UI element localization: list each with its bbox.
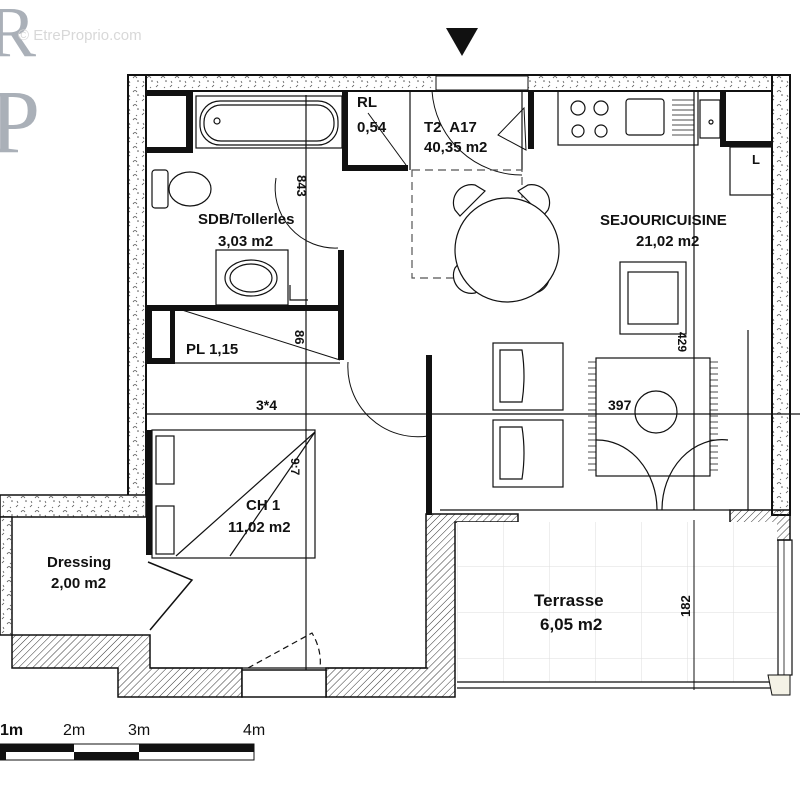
watermark: R P © EtreProprio.com	[0, 0, 142, 172]
bed	[151, 429, 316, 559]
armchair	[619, 261, 687, 335]
room-terrasse-name: Terrasse	[534, 591, 604, 610]
terrasse-area	[457, 520, 793, 696]
room-rl-area: 0,54	[357, 119, 387, 136]
bathtub	[195, 95, 343, 149]
storage-door	[497, 106, 527, 151]
dim-terrasse-depth: 182	[678, 595, 693, 617]
room-terrasse-area: 6,05 m2	[540, 615, 602, 634]
apartment-title: T2 A17	[424, 119, 477, 136]
room-ch1-area: 11,02 m2	[228, 519, 291, 536]
scale-bar: 1m 2m 3m 4m	[0, 722, 265, 761]
scale-label-2m: 2m	[63, 722, 85, 739]
washbasin	[215, 249, 308, 306]
window-door	[247, 632, 321, 669]
apartment-total-area: 40,35 m2	[424, 139, 487, 156]
sdb-door	[274, 177, 339, 249]
room-ch1-name: CH 1	[246, 497, 280, 514]
dimension-labels: 843 86 3*4 9:7 429 397 182	[256, 175, 693, 617]
room-sejour-name: SEJOURICUISINE	[600, 212, 727, 229]
rl-closet-door	[367, 112, 407, 166]
laundry-label: L	[752, 152, 760, 167]
logo-letter-r: R	[0, 0, 36, 72]
dim-pl-height: 86	[292, 330, 307, 344]
sofa-seats	[492, 342, 564, 488]
interior-walls	[146, 91, 772, 555]
dressing-door	[147, 561, 194, 631]
room-dressing-area: 2,00 m2	[51, 575, 106, 592]
room-sejour-area: 21,02 m2	[636, 233, 699, 250]
partitions	[146, 91, 800, 670]
watermark-text: © EtreProprio.com	[18, 27, 142, 44]
room-rl-name: RL	[357, 94, 377, 111]
room-labels: RL 0,54 T2 A17 40,35 m2 SDB/Tollerles 3,…	[47, 94, 727, 634]
kitchen-counter	[557, 90, 773, 196]
bedroom-door	[347, 361, 429, 438]
room-pl-name: PL 1,15	[186, 341, 238, 358]
scale-label-4m: 4m	[243, 722, 265, 739]
entry-door	[431, 90, 523, 176]
scale-label-1m: 1m	[0, 722, 23, 739]
dim-sdb-height: 843	[294, 175, 309, 197]
entry-arrow-down-icon	[446, 28, 478, 56]
pl-closet-door	[181, 309, 341, 361]
room-sdb-name: SDB/Tollerles	[198, 211, 294, 228]
dim-sejour-height: 429	[675, 332, 689, 352]
rug	[588, 357, 729, 511]
logo-letter-p: P	[0, 73, 40, 172]
room-sdb-area: 3,03 m2	[218, 233, 273, 250]
exterior-walls	[0, 74, 791, 636]
dim-ch1-height: 9:7	[288, 458, 302, 476]
toilet	[151, 169, 212, 209]
dining-table	[452, 184, 560, 303]
dim-sejour-width: 397	[608, 397, 632, 413]
scale-label-3m: 3m	[128, 722, 150, 739]
dim-ch1-width: 3*4	[256, 397, 277, 413]
room-dressing-name: Dressing	[47, 554, 111, 571]
